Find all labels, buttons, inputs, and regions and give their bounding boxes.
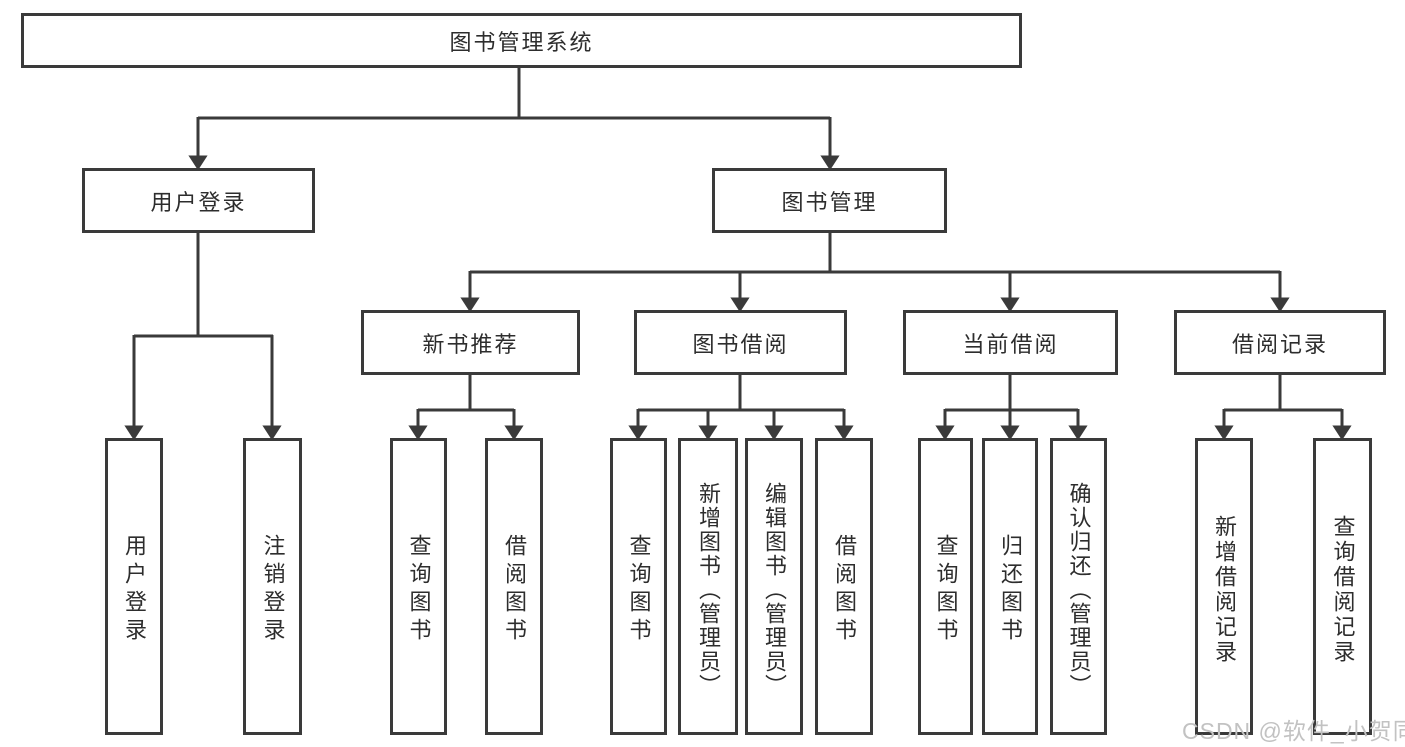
node-book-borrowing: 图书借阅 xyxy=(634,310,847,375)
node-library-system: 图书管理系统 xyxy=(21,13,1022,68)
node-new-book-recommend: 新书推荐 xyxy=(361,310,580,375)
node-leaf-query-books-current: 查询图书 xyxy=(918,438,973,735)
node-leaf-add-borrow-record: 新增借阅记录 xyxy=(1195,438,1253,735)
node-borrowing-records: 借阅记录 xyxy=(1174,310,1386,375)
node-current-borrowing: 当前借阅 xyxy=(903,310,1118,375)
node-leaf-return-books: 归还图书 xyxy=(982,438,1038,735)
node-book-management: 图书管理 xyxy=(712,168,947,233)
node-leaf-query-books-recommend: 查询图书 xyxy=(390,438,447,735)
node-leaf-query-borrow-record: 查询借阅记录 xyxy=(1313,438,1372,735)
node-leaf-user-login: 用户登录 xyxy=(105,438,163,735)
node-user-login: 用户登录 xyxy=(82,168,315,233)
node-leaf-logout: 注销登录 xyxy=(243,438,302,735)
csdn-watermark: CSDN @软件_小贺同学 xyxy=(1182,718,1405,744)
node-leaf-borrow-books-recommend: 借阅图书 xyxy=(485,438,543,735)
node-leaf-edit-books-admin: 编辑图书（管理员） xyxy=(745,438,803,735)
node-leaf-confirm-return-admin: 确认归还（管理员） xyxy=(1050,438,1107,735)
node-leaf-add-books-admin: 新增图书（管理员） xyxy=(678,438,738,735)
node-leaf-query-books-borrowing: 查询图书 xyxy=(610,438,667,735)
node-leaf-borrow-books: 借阅图书 xyxy=(815,438,873,735)
